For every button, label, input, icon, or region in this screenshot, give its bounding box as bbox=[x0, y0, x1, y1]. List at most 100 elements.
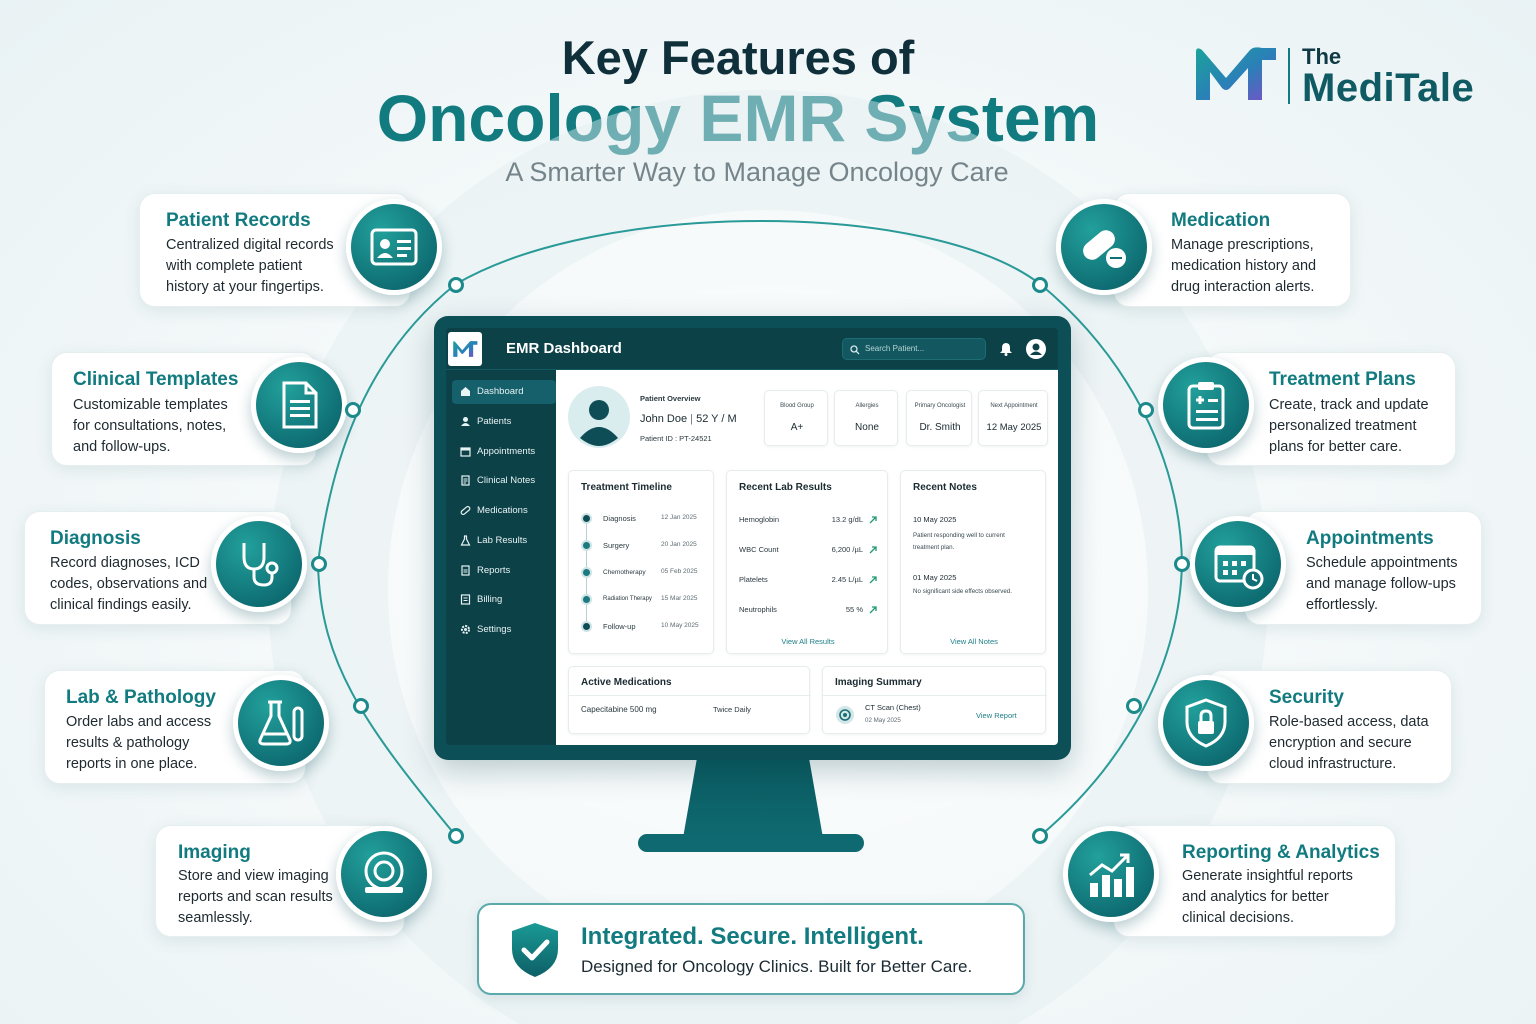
page-subtitle: A Smarter Way to Manage Oncology Care bbox=[505, 157, 1009, 187]
nav-item-reports[interactable]: Reports bbox=[452, 559, 556, 583]
lab-name: WBC Count bbox=[739, 545, 779, 554]
connector-dot bbox=[448, 828, 464, 844]
nav-item-patients[interactable]: Patients bbox=[452, 410, 556, 434]
users-icon bbox=[461, 417, 470, 426]
feature-card-medication: Medication Manage prescriptions,medicati… bbox=[1113, 193, 1351, 307]
monitor-base bbox=[638, 834, 864, 852]
feature-title: Clinical Templates bbox=[73, 369, 239, 390]
connector-dot bbox=[353, 698, 369, 714]
view-all-notes-link[interactable]: View All Notes bbox=[950, 637, 998, 646]
stat-label: Primary Oncologist bbox=[914, 403, 966, 409]
id-card-icon bbox=[346, 199, 442, 295]
connector-dot bbox=[345, 402, 361, 418]
nav-item-appointments[interactable]: Appointments bbox=[452, 440, 556, 464]
clipboard-icon bbox=[1158, 357, 1254, 453]
feature-title: Lab & Pathology bbox=[66, 687, 216, 708]
note-date: 10 May 2025 bbox=[913, 515, 957, 524]
stat-card-next-appointment: Next Appointment 12 May 2025 bbox=[978, 390, 1048, 446]
feature-title: Diagnosis bbox=[50, 528, 141, 549]
timeline-dot bbox=[581, 540, 592, 551]
home-icon bbox=[461, 387, 470, 396]
imaging-summary-panel: Imaging Summary CT Scan (Chest) 02 May 2… bbox=[822, 666, 1047, 734]
timeline-date: 15 Mar 2025 bbox=[661, 595, 698, 602]
dashboard-topbar: EMR Dashboard Search Patient... bbox=[446, 328, 1058, 370]
patient-avatar bbox=[568, 386, 630, 448]
panel-title: Recent Lab Results bbox=[739, 482, 832, 493]
timeline-dot bbox=[581, 567, 592, 578]
timeline-dot bbox=[581, 594, 592, 605]
feature-description: Manage prescriptions,medication history … bbox=[1171, 237, 1317, 295]
nav-item-medications[interactable]: Medications bbox=[452, 499, 556, 523]
lab-value: 2.45 L/µL bbox=[831, 575, 863, 584]
calendar-icon bbox=[1190, 516, 1286, 612]
connector-dot bbox=[1126, 698, 1142, 714]
flask-icon bbox=[460, 535, 471, 546]
lab-name: Hemoglobin bbox=[739, 515, 780, 524]
stat-card-blood-group: Blood Group A+ bbox=[764, 390, 828, 446]
stat-value: A+ bbox=[790, 422, 804, 433]
view-report-link[interactable]: View Report bbox=[976, 711, 1017, 720]
feature-title: Patient Records bbox=[166, 210, 311, 231]
trend-up-icon bbox=[869, 576, 877, 584]
nav-label: Dashboard bbox=[477, 386, 524, 397]
bell-icon[interactable] bbox=[999, 342, 1013, 356]
medication-name: Capecitabine 500 mg bbox=[581, 705, 657, 714]
billing-icon bbox=[460, 594, 471, 605]
connector-dot bbox=[1174, 556, 1190, 572]
stat-label: Blood Group bbox=[780, 403, 814, 409]
medication-frequency: Twice Daily bbox=[713, 705, 751, 714]
lab-name: Platelets bbox=[739, 575, 768, 584]
timeline-date: 12 Jan 2025 bbox=[661, 514, 697, 521]
connector-dot bbox=[448, 277, 464, 293]
scan-name: CT Scan (Chest) bbox=[865, 703, 921, 712]
nav-label: Lab Results bbox=[477, 535, 528, 546]
stat-value: 12 May 2025 bbox=[986, 422, 1042, 433]
nav-item-dashboard[interactable]: Dashboard bbox=[452, 380, 556, 404]
feature-title: Imaging bbox=[178, 842, 251, 863]
logo-brand-name: MediTale bbox=[1302, 66, 1475, 110]
connector-dot bbox=[1138, 402, 1154, 418]
timeline-label: Radiation Therapy bbox=[603, 596, 652, 602]
feature-title: Reporting & Analytics bbox=[1182, 842, 1380, 863]
lab-name: Neutrophils bbox=[739, 605, 777, 614]
emr-dashboard-screen: EMR Dashboard Search Patient... Dashboar… bbox=[446, 328, 1058, 745]
flask-icon bbox=[233, 675, 329, 771]
chart-icon bbox=[1063, 826, 1159, 922]
pill-icon bbox=[460, 505, 471, 516]
panel-title: Active Medications bbox=[581, 677, 672, 688]
search-input[interactable]: Search Patient... bbox=[842, 338, 986, 360]
nav-item-billing[interactable]: Billing bbox=[452, 588, 556, 612]
nav-label: Medications bbox=[477, 505, 528, 516]
timeline-label: Surgery bbox=[603, 541, 630, 550]
shield-check-icon bbox=[512, 923, 558, 977]
nav-item-settings[interactable]: Settings bbox=[452, 618, 556, 642]
trend-up-icon bbox=[869, 516, 877, 524]
scan-icon bbox=[836, 706, 854, 724]
nav-label: Patients bbox=[477, 416, 512, 427]
search-icon bbox=[850, 345, 860, 355]
nav-item-clinical-notes[interactable]: Clinical Notes bbox=[452, 469, 556, 493]
page-title-line2: Oncology EMR System bbox=[376, 81, 1100, 155]
panel-title: Recent Notes bbox=[913, 482, 977, 493]
tagline-banner: Integrated. Secure. Intelligent. Designe… bbox=[477, 903, 1025, 995]
view-all-results-link[interactable]: View All Results bbox=[781, 637, 835, 646]
connector-dot bbox=[1032, 828, 1048, 844]
nav-label: Appointments bbox=[477, 446, 536, 457]
scan-date: 02 May 2025 bbox=[865, 717, 901, 724]
feature-card-reporting: Reporting & Analytics Generate insightfu… bbox=[1113, 825, 1396, 937]
feature-title: Appointments bbox=[1306, 528, 1434, 549]
trend-up-icon bbox=[869, 546, 877, 554]
app-logo bbox=[448, 332, 482, 366]
feature-title: Treatment Plans bbox=[1269, 369, 1416, 390]
user-avatar-icon[interactable] bbox=[1026, 339, 1046, 359]
calendar-icon bbox=[460, 447, 471, 457]
panel-title: Imaging Summary bbox=[835, 677, 922, 688]
search-placeholder: Search Patient... bbox=[865, 344, 925, 353]
nav-item-lab-results[interactable]: Lab Results bbox=[452, 529, 556, 553]
gear-icon bbox=[461, 625, 470, 634]
